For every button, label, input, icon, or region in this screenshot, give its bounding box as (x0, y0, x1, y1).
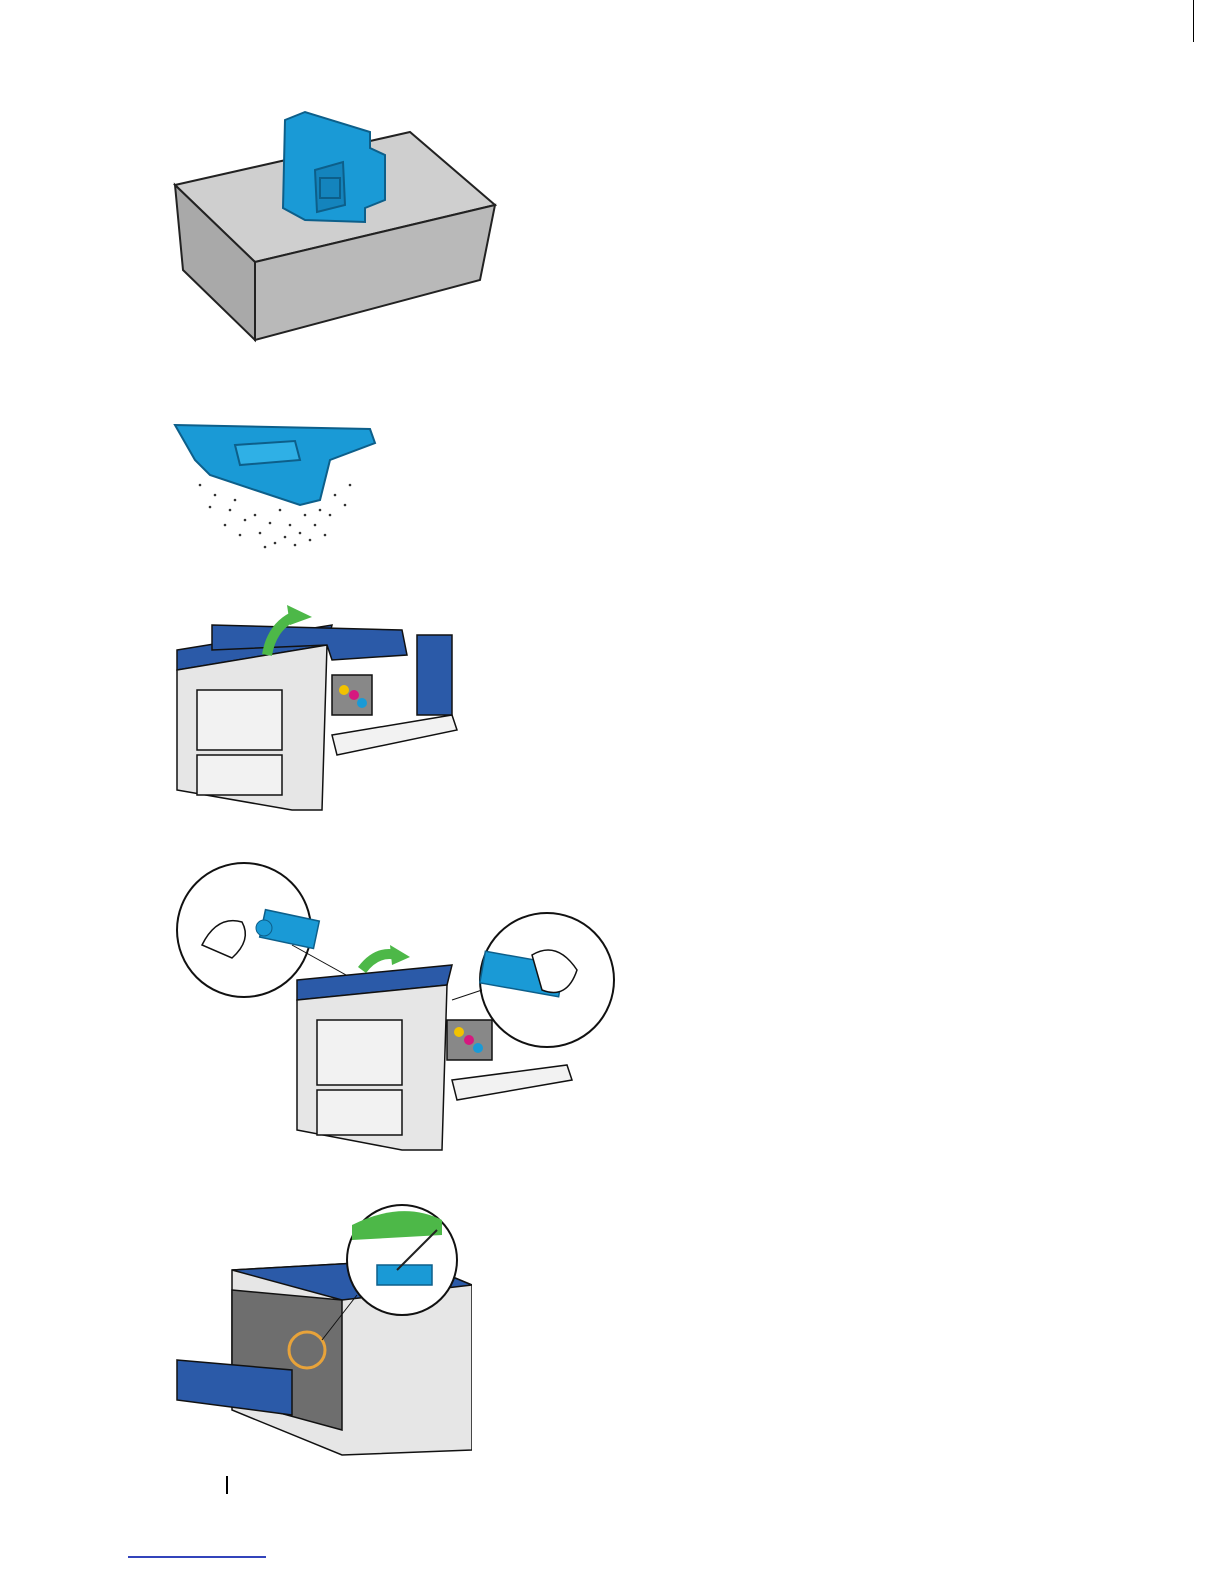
printer-top-cover-open-figure (172, 595, 462, 815)
printer-rear-cleaning-figure (172, 1200, 472, 1460)
top-right-margin-rule (1193, 0, 1194, 42)
printer-icon (172, 595, 462, 815)
printer-cleaning-rod-figure (172, 860, 617, 1155)
cleaning-rod-icon (172, 860, 617, 1155)
waste-toner-box-icon (165, 100, 505, 350)
cleaning-swab-icon (172, 1200, 472, 1460)
spilled-toner-icon (170, 415, 385, 555)
waste-toner-box-on-surface-figure (165, 100, 505, 350)
waste-toner-box-tilted-figure (170, 415, 385, 555)
footer-page-bar (226, 1476, 228, 1494)
footer-link-underline[interactable] (128, 1556, 266, 1558)
